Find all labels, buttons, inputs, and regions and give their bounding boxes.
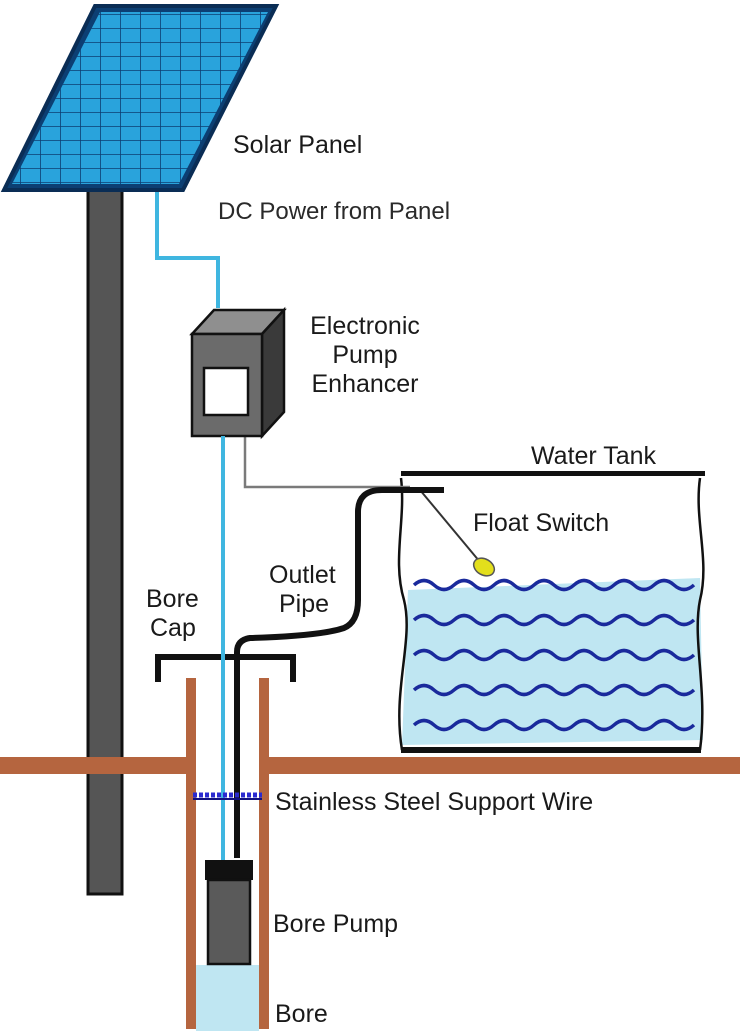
float-signal-wire	[243, 430, 410, 489]
label-outlet-pipe: Outlet Pipe	[269, 561, 336, 619]
water-tank	[397, 471, 705, 753]
label-bore-cap: Bore Cap	[146, 585, 199, 643]
dc-power-wire	[155, 192, 220, 308]
bore-cap	[155, 654, 296, 682]
label-outlet-line1: Outlet	[269, 561, 336, 589]
tank-water-waves	[412, 578, 696, 732]
outlet-pipe	[234, 487, 444, 858]
label-enhancer-line2: Pump	[332, 340, 398, 369]
ground-line	[0, 757, 740, 774]
float-switch-icon	[419, 489, 496, 577]
label-enhancer-line1: Electronic	[310, 312, 420, 340]
label-outlet-line2: Pipe	[279, 589, 330, 618]
label-bore-cap-line1: Bore	[146, 585, 199, 613]
bore-hole	[186, 678, 269, 1031]
label-solar-panel: Solar Panel	[233, 131, 363, 159]
panel-pole	[86, 186, 124, 896]
support-wire-clamp	[193, 792, 262, 800]
label-support-wire: Stainless Steel Support Wire	[275, 788, 594, 816]
label-float-switch: Float Switch	[473, 509, 610, 537]
label-enhancer-line3: Enhancer	[311, 369, 419, 398]
label-dc-power: DC Power from Panel	[218, 198, 451, 225]
label-bore: Bore	[275, 1000, 328, 1028]
label-bore-cap-line2: Cap	[150, 613, 196, 642]
pump-icon	[205, 860, 253, 966]
solar-panel-icon	[0, 4, 280, 192]
label-electronic-pump-enhancer: Electronic Pump Enhancer	[294, 312, 436, 398]
label-bore-pump: Bore Pump	[273, 910, 399, 938]
controller-box-icon	[189, 306, 287, 440]
label-water-tank: Water Tank	[531, 442, 657, 470]
